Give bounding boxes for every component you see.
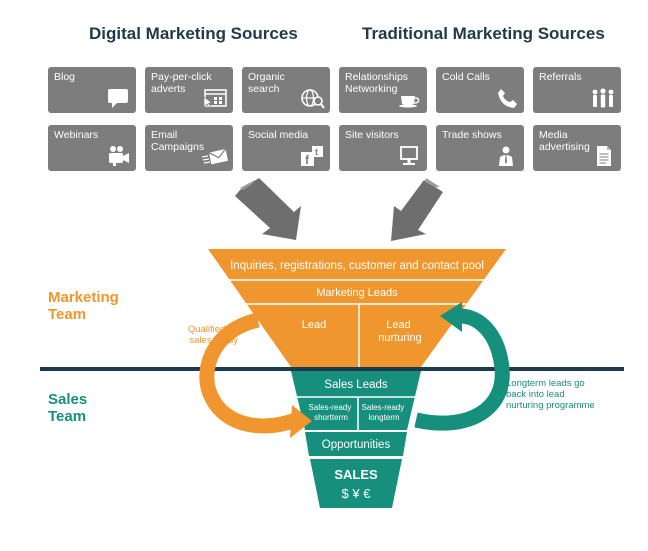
coffee-cup-icon <box>399 96 420 108</box>
speech-bubble-icon <box>108 89 128 108</box>
computer-monitor-icon <box>400 146 418 165</box>
source-label: Organic search <box>248 71 285 95</box>
envelope-icon <box>202 148 228 165</box>
lead-nurturing-line-2: nurturing <box>378 332 421 344</box>
source-label: Media advertising <box>539 129 590 153</box>
source-tile-ppc: Pay-per-click adverts <box>145 67 233 113</box>
source-label: Relationships Networking <box>345 71 409 95</box>
source-label: Social media <box>248 129 309 141</box>
qualified-note: Qualified as sales ready <box>187 324 238 346</box>
traditional-sources-heading: Traditional Marketing Sources <box>362 24 605 43</box>
source-tile-organic: Organic search <box>242 67 330 113</box>
video-camera-icon <box>109 146 129 166</box>
source-tile-social: Social media f t <box>242 125 330 171</box>
source-label: Email Campaigns <box>151 129 205 153</box>
source-label: Cold Calls <box>442 71 490 83</box>
funnel-top-label: Inquiries, registrations, customer and c… <box>230 260 484 272</box>
marketing-leads-label: Marketing Leads <box>316 287 398 299</box>
sales-ready-long-label: Sales-ready longterm <box>362 403 407 422</box>
qualified-arrow-head <box>290 405 312 438</box>
opportunities-section <box>305 432 407 456</box>
source-label: Webinars <box>54 129 99 141</box>
source-tile-referrals: Referrals <box>533 67 621 113</box>
people-group-icon <box>592 88 614 108</box>
lead-nurturing-label: Lead nurturing <box>378 319 421 344</box>
lead-label: Lead <box>302 319 326 331</box>
svg-text:t: t <box>315 147 318 157</box>
sales-ready-short-line-2: shortterm <box>314 413 348 422</box>
phone-icon <box>498 89 517 108</box>
traditional-input-arrow <box>391 178 443 241</box>
longterm-arrow-head <box>440 302 462 332</box>
source-tile-cold-calls: Cold Calls <box>436 67 524 113</box>
longterm-arrow <box>414 308 510 431</box>
sales-funnel-section <box>291 371 421 430</box>
source-tile-networking: Relationships Networking <box>339 67 427 113</box>
source-label: Blog <box>54 71 76 83</box>
svg-text:f: f <box>305 153 310 167</box>
qualified-arrow <box>199 312 299 434</box>
team-divider-line <box>40 367 624 371</box>
source-tile-site-visitors: Site visitors <box>339 125 427 171</box>
source-tile-media: Media advertising <box>533 125 621 171</box>
lead-nurturing-line-1: Lead <box>386 319 410 331</box>
browser-cursor-icon <box>203 89 227 109</box>
globe-magnifier-icon <box>301 89 325 109</box>
sales-team-label: Sales Team <box>48 391 88 425</box>
source-label: Site visitors <box>345 129 399 141</box>
document-icon <box>597 146 611 166</box>
marketing-team-label: Marketing Team <box>48 289 119 323</box>
source-tile-trade-shows: Trade shows <box>436 125 524 171</box>
source-label: Referrals <box>539 71 582 83</box>
source-tile-blog: Blog <box>48 67 136 113</box>
currencies-label: $ ¥ € <box>342 486 372 501</box>
source-label: Trade shows <box>442 129 502 141</box>
source-tile-webinars: Webinars <box>48 125 136 171</box>
source-tile-email: Email Campaigns <box>145 125 233 171</box>
source-label: Pay-per-click adverts <box>151 71 212 95</box>
sales-result-section <box>310 459 402 508</box>
sales-ready-long-line-2: longterm <box>368 413 399 422</box>
social-logos-icon: f t <box>301 146 323 167</box>
digital-input-arrow <box>235 178 301 240</box>
sales-ready-short-line-1: Sales-ready <box>309 403 352 412</box>
marketing-funnel-section <box>208 249 506 367</box>
opportunities-label: Opportunities <box>322 439 391 451</box>
presenter-icon <box>499 146 513 166</box>
sales-label: SALES <box>334 467 378 482</box>
longterm-note: Longterm leads go back into lead nurturi… <box>506 378 595 411</box>
sales-ready-long-line-1: Sales-ready <box>362 403 405 412</box>
sales-leads-label: Sales Leads <box>324 379 388 391</box>
sales-ready-short-label: Sales-ready shortterm <box>309 403 354 422</box>
digital-sources-heading: Digital Marketing Sources <box>89 24 298 43</box>
